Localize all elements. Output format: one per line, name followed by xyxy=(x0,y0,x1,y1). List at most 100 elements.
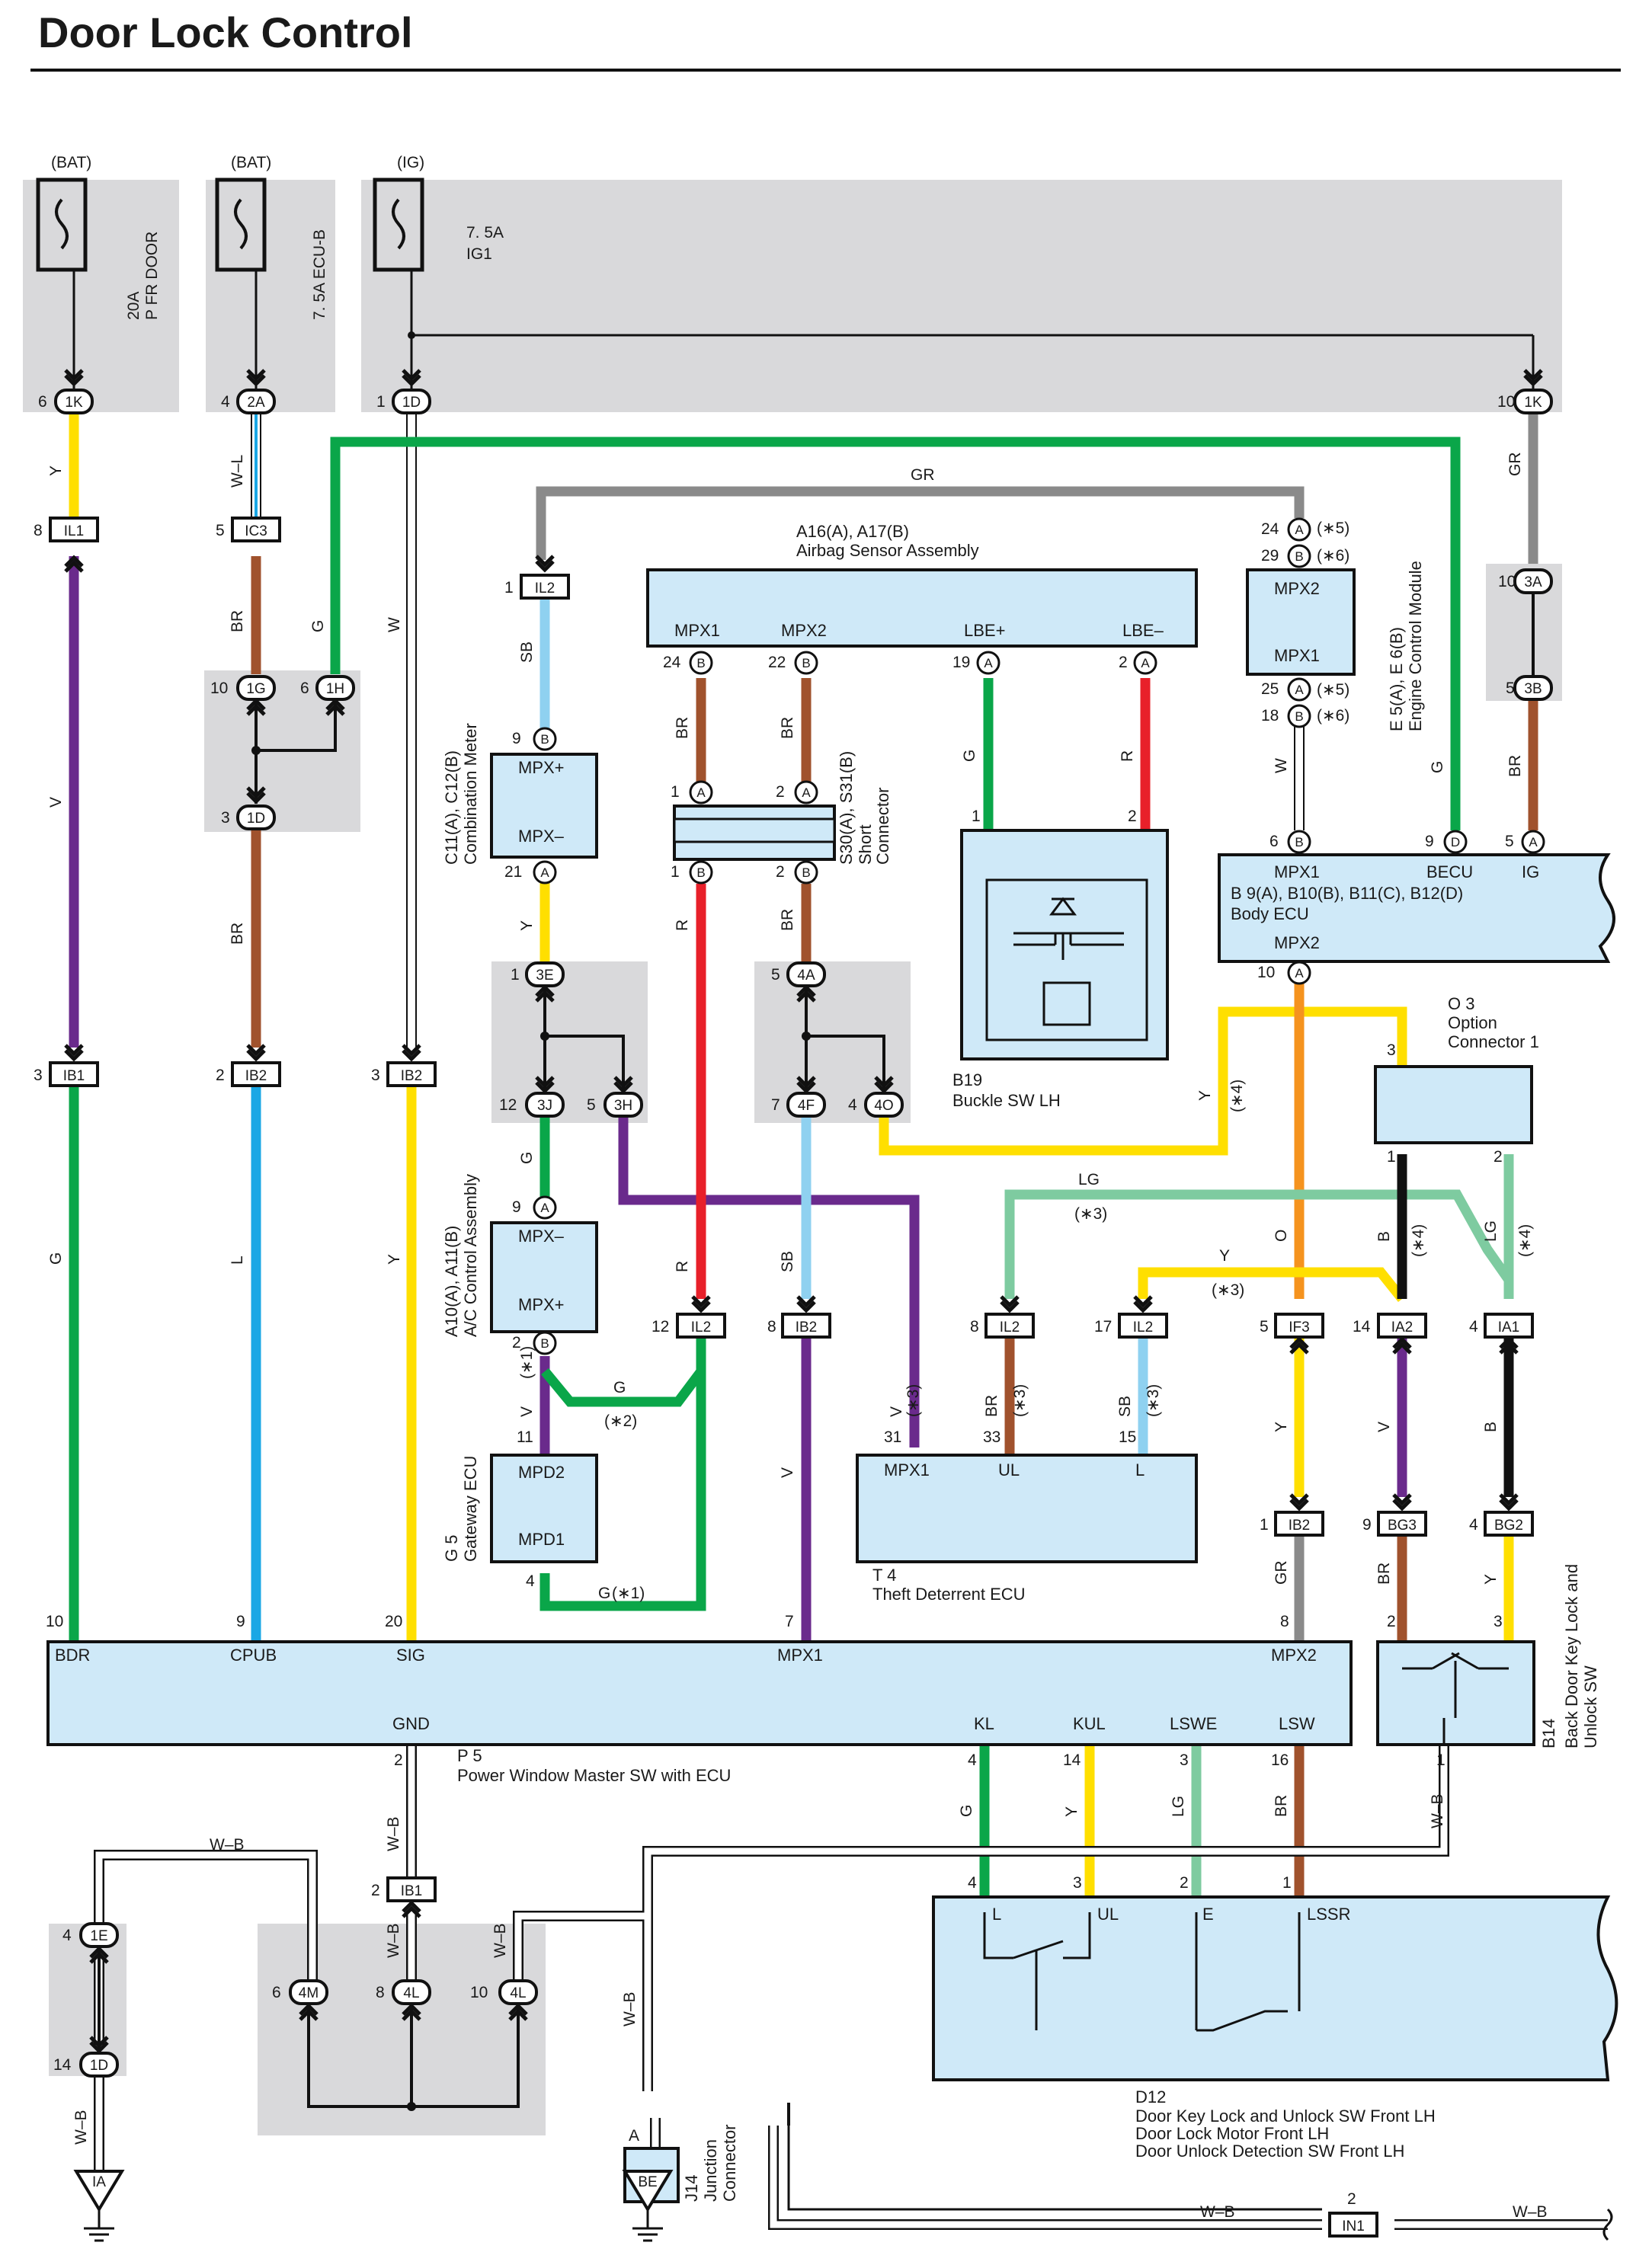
short-name: Short xyxy=(856,824,875,865)
pw-pin: MPX1 xyxy=(777,1646,823,1665)
svg-text:A: A xyxy=(1529,835,1538,849)
connector-label: 4O xyxy=(874,1098,893,1114)
svg-text:3: 3 xyxy=(1073,1874,1082,1892)
svg-text:2: 2 xyxy=(1347,2190,1356,2208)
svg-text:9: 9 xyxy=(1362,1516,1372,1534)
svg-text:20: 20 xyxy=(385,1613,402,1630)
note: (∗3) xyxy=(1145,1384,1162,1417)
svg-text:24: 24 xyxy=(663,654,681,671)
svg-text:1: 1 xyxy=(1260,1516,1269,1534)
svg-text:5: 5 xyxy=(587,1096,596,1114)
pw-pin: CPUB xyxy=(230,1646,277,1665)
ac-name: A/C Control Assembly xyxy=(461,1174,480,1337)
svg-text:1: 1 xyxy=(1282,1874,1292,1892)
door-line: Door Key Lock and Unlock SW Front LH xyxy=(1135,2106,1436,2126)
svg-text:A: A xyxy=(696,785,706,800)
svg-text:4: 4 xyxy=(848,1096,857,1114)
ground-label: BE xyxy=(638,2174,657,2190)
inline-connectors: IL1 IC3 IB1 IB2 IB2 IL2 IL2 IB2 IL2 IL2 … xyxy=(49,517,1534,2238)
connector-label: IB1 xyxy=(401,1883,423,1899)
ecm-name: Engine Control Module xyxy=(1406,561,1425,731)
wire-label: V xyxy=(47,797,65,808)
fuse-ecu-b: (BAT) 7. 5A ECU-B xyxy=(215,154,328,320)
svg-text:5: 5 xyxy=(1260,1318,1269,1336)
connector-label: 3H xyxy=(614,1098,632,1114)
wire-label: BR xyxy=(779,717,796,739)
note: (∗6) xyxy=(1317,707,1349,725)
theft-name: Theft Deterrent ECU xyxy=(872,1585,1026,1604)
door-line: Door Lock Motor Front LH xyxy=(1135,2124,1329,2143)
svg-text:22: 22 xyxy=(768,654,786,671)
connector-label: BG3 xyxy=(1388,1518,1417,1534)
svg-text:A: A xyxy=(1295,683,1304,697)
svg-text:4: 4 xyxy=(968,1874,977,1892)
note: (∗3) xyxy=(1074,1205,1107,1223)
wire-label: R xyxy=(674,920,691,931)
connector-label: IC3 xyxy=(245,523,267,539)
wire-label: B xyxy=(1375,1231,1393,1242)
wire-label: W–L xyxy=(229,455,246,488)
wire-label: G xyxy=(958,1805,975,1817)
wire-label: LG xyxy=(1078,1171,1100,1188)
svg-text:3: 3 xyxy=(1494,1613,1503,1630)
short-ref: S30(A), S31(B) xyxy=(837,751,856,865)
fuse-rating: 7. 5A ECU-B xyxy=(311,229,328,320)
wire-label: Y xyxy=(518,920,536,931)
svg-text:3: 3 xyxy=(1180,1751,1189,1769)
wire-label: V xyxy=(888,1406,905,1417)
connector-label: 1G xyxy=(246,681,265,697)
wire-label: W–B xyxy=(72,2110,90,2145)
connector-label: IB1 xyxy=(63,1068,85,1084)
connector-label: 1K xyxy=(65,395,83,411)
svg-text:10: 10 xyxy=(46,1613,63,1630)
ecm-ref: E 5(A), E 6(B) xyxy=(1387,627,1406,731)
airbag-pin: MPX2 xyxy=(781,621,827,640)
connector-label: 1H xyxy=(326,681,344,697)
wire-label: W–B xyxy=(491,1923,509,1958)
svg-text:8: 8 xyxy=(970,1318,979,1336)
svg-text:B: B xyxy=(540,732,549,747)
wire-label: Y xyxy=(1219,1247,1230,1265)
wire-label: GR xyxy=(1506,453,1524,477)
svg-text:12: 12 xyxy=(652,1318,669,1336)
note: (∗5) xyxy=(1317,520,1349,537)
wire-label: V xyxy=(1375,1422,1393,1432)
fuse-source: (BAT) xyxy=(231,154,271,171)
svg-text:1: 1 xyxy=(972,808,981,825)
gateway-pin: MPD1 xyxy=(518,1530,565,1549)
gateway-name: Gateway ECU xyxy=(461,1456,480,1562)
j14-name: Junction xyxy=(701,2139,720,2202)
meter-name: Combination Meter xyxy=(461,723,480,865)
fuse-source: (IG) xyxy=(397,154,424,171)
svg-text:A: A xyxy=(802,785,811,800)
pw-name: Power Window Master SW with ECU xyxy=(457,1766,731,1785)
svg-text:17: 17 xyxy=(1094,1318,1112,1336)
wire-label: G xyxy=(598,1585,610,1602)
pw-pin: GND xyxy=(392,1714,430,1733)
svg-text:2: 2 xyxy=(512,1334,521,1352)
pw-pin: LSW xyxy=(1279,1714,1315,1733)
svg-text:4: 4 xyxy=(968,1751,977,1769)
connector-label: IN1 xyxy=(1342,2218,1365,2234)
ac-pin: MPX– xyxy=(518,1227,565,1246)
svg-text:11: 11 xyxy=(517,1428,533,1446)
svg-text:2: 2 xyxy=(776,783,785,801)
wire-label: SB xyxy=(1116,1396,1134,1417)
component-boxes xyxy=(490,568,1535,2203)
connector-label: 1K xyxy=(1524,395,1542,411)
wire-label: W xyxy=(386,617,403,632)
connector-label: 1E xyxy=(90,1928,107,1944)
wire-label: Y xyxy=(1196,1090,1214,1101)
j14-name-2: Connector xyxy=(720,2124,739,2202)
wire-label: W xyxy=(1273,758,1290,773)
note: (∗1) xyxy=(518,1346,536,1379)
svg-text:5: 5 xyxy=(216,522,225,539)
svg-text:33: 33 xyxy=(983,1428,1000,1446)
fuse-source: (BAT) xyxy=(51,154,91,171)
connector-label: 3B xyxy=(1524,681,1542,697)
pw-pin: LSWE xyxy=(1170,1714,1217,1733)
svg-text:A: A xyxy=(984,656,993,670)
svg-text:5: 5 xyxy=(771,966,780,984)
svg-text:4: 4 xyxy=(221,393,230,411)
